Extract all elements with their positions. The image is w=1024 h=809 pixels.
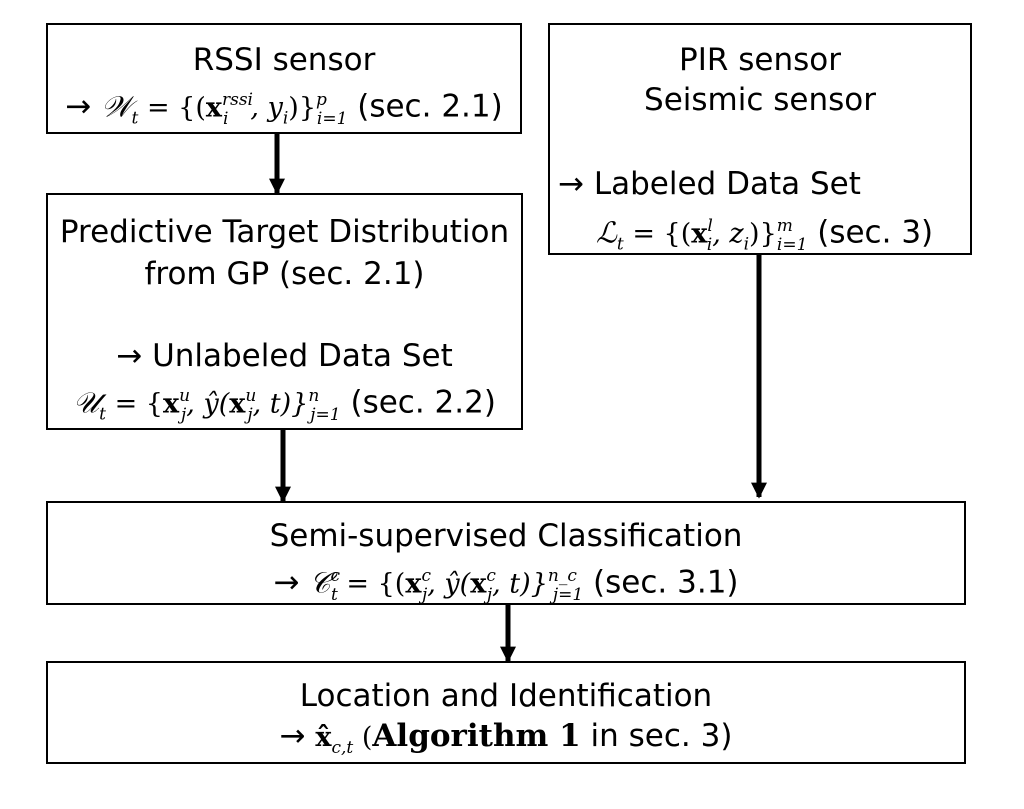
- semi-supervised-classification-box: Semi-supervised Classification → 𝒞ct = {…: [46, 501, 966, 605]
- location-identification-box: Location and Identification → x̂c,t (Alg…: [46, 661, 966, 764]
- seismic-title: Seismic sensor: [644, 82, 876, 118]
- gp-subtitle: from GP (sec. 2.1): [144, 256, 425, 292]
- rssi-formula: → 𝒲t = {(xrssii, yi)}pi=1 (sec. 2.1): [65, 88, 503, 129]
- loc-formula: → x̂c,t (Algorithm 1 in sec. 3): [279, 718, 733, 759]
- gp-distribution-box: Predictive Target Distribution from GP (…: [46, 193, 523, 430]
- labeled-data-set-formula: ℒt = {(xli, zi)}mi=1 (sec. 3): [596, 214, 934, 255]
- pir-seismic-sensor-box: PIR sensor Seismic sensor → Labeled Data…: [548, 23, 972, 255]
- gp-title: Predictive Target Distribution: [59, 214, 510, 250]
- loc-title: Location and Identification: [299, 678, 713, 714]
- algorithm-1-label: Algorithm 1: [372, 718, 581, 754]
- rssi-title: RSSI sensor: [192, 42, 376, 78]
- unlabeled-data-set-label: → Unlabeled Data Set: [116, 338, 453, 374]
- ssc-formula: → 𝒞ct = {(xcj, ŷ(xcj, t)}n_cj=1 (sec. 3.…: [273, 564, 739, 605]
- rssi-sensor-box: RSSI sensor → 𝒲t = {(xrssii, yi)}pi=1 (s…: [46, 23, 522, 134]
- pir-title: PIR sensor: [679, 42, 841, 78]
- labeled-data-set-label: → Labeled Data Set: [558, 166, 861, 202]
- ssc-title: Semi-supervised Classification: [269, 518, 743, 554]
- unlabeled-data-set-formula: 𝒰t = {xuj, ŷ(xuj, t)}nj=1 (sec. 2.2): [73, 384, 496, 425]
